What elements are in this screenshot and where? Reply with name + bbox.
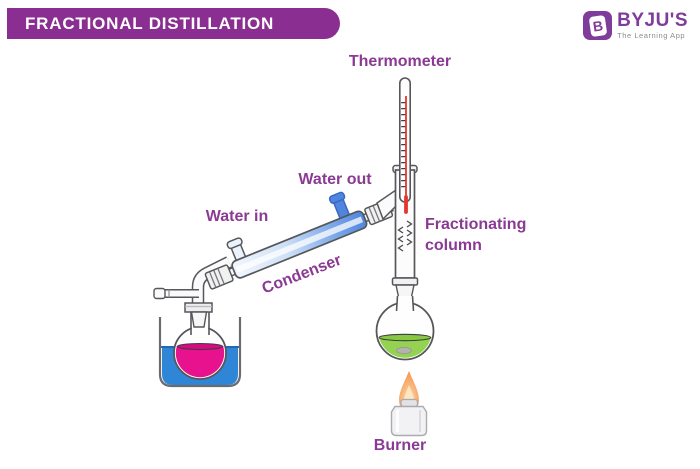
receiving-flask-graphic bbox=[173, 312, 227, 380]
column-baffles-icon bbox=[397, 220, 413, 252]
byjus-logo-icon: B bbox=[583, 11, 613, 40]
burner-label: Burner bbox=[373, 437, 427, 454]
water-out-label: Water out bbox=[298, 171, 372, 188]
logo-name: BYJU'S bbox=[617, 10, 688, 31]
header-ribbon: FRACTIONAL DISTILLATION bbox=[7, 8, 340, 39]
page-title: FRACTIONAL DISTILLATION bbox=[25, 13, 275, 33]
byjus-logo: B BYJU'S The Learning App bbox=[583, 11, 688, 40]
boiling-flask-graphic bbox=[375, 295, 435, 361]
logo-tagline: The Learning App bbox=[617, 31, 686, 40]
thermometer-label: Thermometer bbox=[348, 53, 452, 70]
condenser-graphic bbox=[204, 191, 394, 290]
water-out-nozzle-icon bbox=[328, 191, 351, 221]
condenser-left-joint bbox=[204, 264, 234, 290]
vacuum-nozzle-icon bbox=[153, 287, 166, 300]
water-in-label: Water in bbox=[205, 208, 269, 225]
burner-graphic bbox=[390, 371, 428, 437]
fractionating-column-graphic bbox=[376, 164, 419, 300]
thermometer-graphic bbox=[398, 77, 411, 214]
fractionating-column-label: Fractionating column bbox=[425, 216, 527, 254]
boiling-chip-icon bbox=[396, 346, 412, 355]
